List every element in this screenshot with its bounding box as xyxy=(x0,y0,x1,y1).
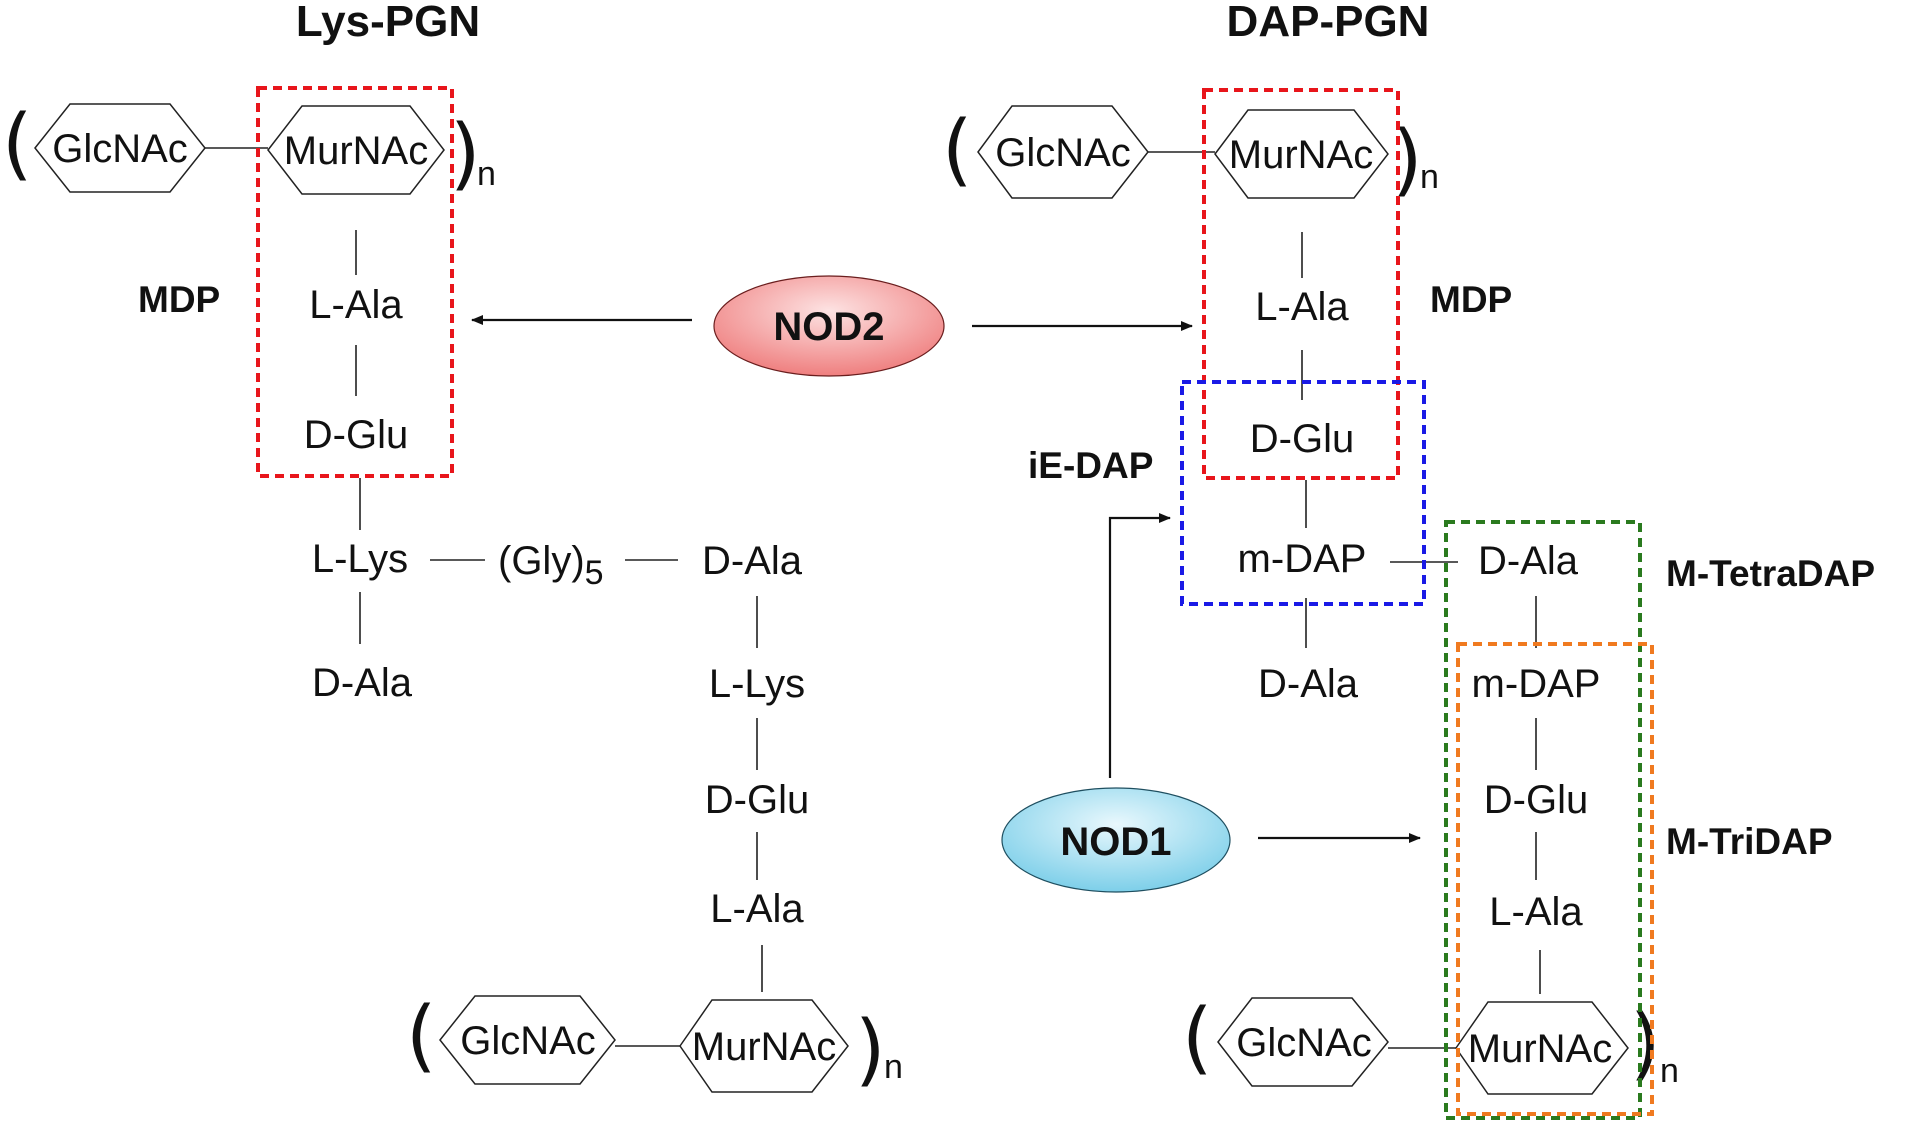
l-lys-label: L-Lys xyxy=(709,662,805,706)
lys-pgn-title: Lys-PGN xyxy=(296,0,480,46)
lys-bottom-glycan: ( GlcNAc MurNAc ) n xyxy=(406,991,903,1095)
m-tetradap-box xyxy=(1444,520,1642,1120)
paren-close: ) xyxy=(855,1005,885,1095)
murnac-hexagon xyxy=(1455,1001,1629,1095)
ie-dap-label: iE-DAP xyxy=(1028,445,1153,486)
glcnac-label: GlcNAc xyxy=(995,131,1131,175)
murnac-label: MurNAc xyxy=(284,129,428,173)
m-tridap-box xyxy=(1456,642,1654,1116)
l-ala-label: L-Ala xyxy=(309,283,403,327)
m-tridap-label: M-TriDAP xyxy=(1666,821,1833,862)
dap-pgn-title: DAP-PGN xyxy=(1227,0,1430,46)
lys-crosslink-chain: D-Ala L-Lys D-Glu L-Ala xyxy=(702,539,809,992)
mdp-box-left xyxy=(256,86,454,478)
mdp-label-right: MDP xyxy=(1430,279,1512,320)
d-glu-label: D-Glu xyxy=(304,413,408,457)
murnac-hexagon xyxy=(679,999,849,1093)
paren-open: ( xyxy=(2,99,32,189)
d-glu-label: D-Glu xyxy=(1484,778,1588,822)
d-ala-label: D-Ala xyxy=(1258,662,1359,706)
dap-stem-peptide: L-Ala D-Glu m-DAP D-Ala xyxy=(1238,232,1458,706)
repeat-subscript: n xyxy=(1420,158,1439,196)
d-ala-label: D-Ala xyxy=(312,661,413,705)
m-dap-label: m-DAP xyxy=(1238,537,1367,581)
paren-close: ) xyxy=(1630,999,1660,1089)
dap-crosslink-chain: D-Ala m-DAP D-Glu L-Ala xyxy=(1472,539,1601,994)
glcnac-label: GlcNAc xyxy=(460,1019,596,1063)
murnac-label: MurNAc xyxy=(692,1025,836,1069)
l-lys-label: L-Lys xyxy=(312,537,408,581)
murnac-label: MurNAc xyxy=(1229,133,1373,177)
m-dap-label: m-DAP xyxy=(1472,662,1601,706)
l-ala-label: L-Ala xyxy=(1255,285,1349,329)
murnac-hexagon xyxy=(1214,109,1389,199)
nod2-node xyxy=(713,275,945,377)
l-ala-label: L-Ala xyxy=(710,887,804,931)
d-glu-label: D-Glu xyxy=(705,778,809,822)
murnac-label: MurNAc xyxy=(1468,1027,1612,1071)
repeat-subscript: n xyxy=(1660,1052,1679,1090)
gly-label: (Gly)5 xyxy=(498,539,604,592)
paren-open: ( xyxy=(406,991,436,1081)
repeat-subscript: n xyxy=(477,155,496,193)
d-ala-label: D-Ala xyxy=(702,539,803,583)
paren-open: ( xyxy=(942,105,972,195)
dap-top-glycan: ( GlcNAc MurNAc ) n xyxy=(942,105,1439,205)
ie-dap-box xyxy=(1180,380,1426,606)
glcnac-hexagon xyxy=(439,995,616,1085)
d-ala-label: D-Ala xyxy=(1478,539,1579,583)
m-tetradap-label: M-TetraDAP xyxy=(1666,553,1875,594)
nod1-label: NOD1 xyxy=(1060,820,1171,864)
paren-open: ( xyxy=(1182,993,1212,1083)
l-ala-label: L-Ala xyxy=(1489,890,1583,934)
nod2-label: NOD2 xyxy=(773,305,884,349)
mdp-box-right xyxy=(1202,88,1400,480)
paren-close: ) xyxy=(450,109,480,199)
nod1-node xyxy=(1001,787,1231,893)
murnac-hexagon xyxy=(267,105,445,195)
glcnac-hexagon xyxy=(1217,997,1389,1087)
glcnac-label: GlcNAc xyxy=(1236,1021,1372,1065)
nod1-arrow-up xyxy=(1108,513,1171,778)
lys-stem-peptide: L-Ala D-Glu L-Lys D-Ala xyxy=(304,230,413,705)
mdp-label-left: MDP xyxy=(138,279,220,320)
repeat-subscript: n xyxy=(884,1048,903,1086)
glcnac-label: GlcNAc xyxy=(52,127,188,171)
gly-bridge: (Gly)5 xyxy=(430,539,678,592)
d-glu-label: D-Glu xyxy=(1250,417,1354,461)
dap-bottom-glycan: ( GlcNAc MurNAc ) n xyxy=(1182,993,1679,1095)
lys-top-glycan: ( GlcNAc MurNAc ) n xyxy=(2,99,496,199)
